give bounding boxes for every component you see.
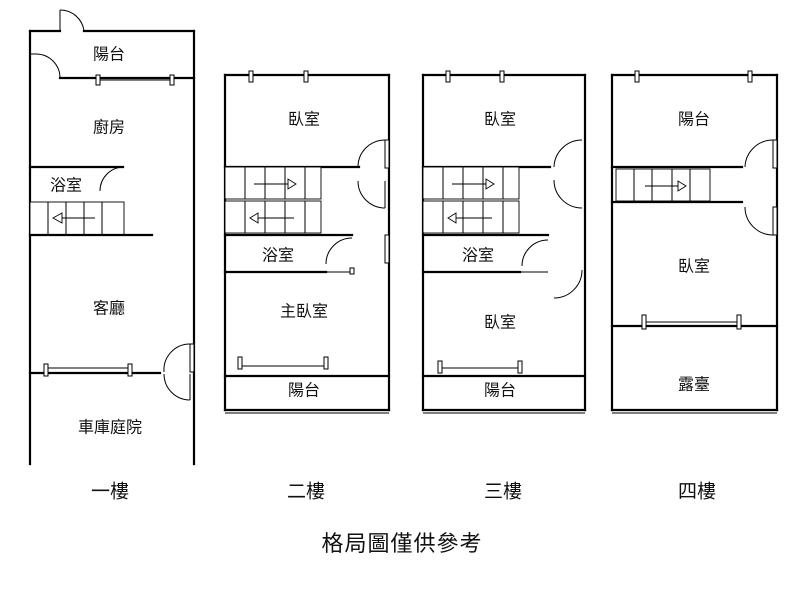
door-icon [163,343,195,401]
door-icon [325,237,355,275]
room-label-bedroom: 臥室 [288,110,320,129]
room-label-balcony: 陽台 [484,381,516,400]
door-icon [744,139,778,236]
room-label-bedroom: 臥室 [678,257,710,276]
room-label-master-bedroom: 主臥室 [280,302,328,321]
window-icon [445,70,505,83]
stairs-icon [422,166,520,234]
floor-1-plan [28,9,196,466]
window-icon [95,74,175,86]
floor-3-plan [421,70,587,414]
window-icon [248,70,309,83]
stairs-icon [29,201,125,236]
floor-label-1: 一樓 [91,481,129,503]
room-label-bathroom: 浴室 [50,176,82,195]
room-label-bedroom: 臥室 [484,110,516,129]
room-label-garage-yard: 車庫庭院 [78,418,142,437]
door-icon [520,239,583,299]
door-icon [59,9,85,32]
stairs-icon [615,168,711,202]
room-label-bathroom: 浴室 [462,246,494,265]
room-label-living-room: 客廳 [93,299,125,318]
room-label-kitchen: 廚房 [93,118,125,137]
window-icon [634,70,753,83]
window-icon [641,314,742,330]
room-label-balcony: 陽台 [288,381,320,400]
room-label-balcony: 陽台 [93,45,125,64]
room-label-bathroom: 浴室 [262,246,294,265]
door-icon [384,234,390,264]
floor-label-3: 三樓 [484,481,522,503]
room-label-terrace: 露臺 [678,375,710,394]
room-label-balcony: 陽台 [678,110,710,129]
door-icon [30,53,61,79]
window-icon [43,363,133,377]
floor-label-2: 二樓 [287,481,325,503]
disclaimer-caption: 格局圖僅供參考 [321,532,482,557]
door-icon [553,139,583,209]
window-icon [437,360,523,374]
floor-4-plan [610,70,779,414]
door-icon [99,166,124,192]
floor-2-plan [223,70,391,414]
room-label-bedroom: 臥室 [484,313,516,332]
stairs-icon [224,166,322,234]
window-icon [237,356,329,370]
floor-label-4: 四樓 [678,481,716,503]
door-icon [357,139,390,209]
